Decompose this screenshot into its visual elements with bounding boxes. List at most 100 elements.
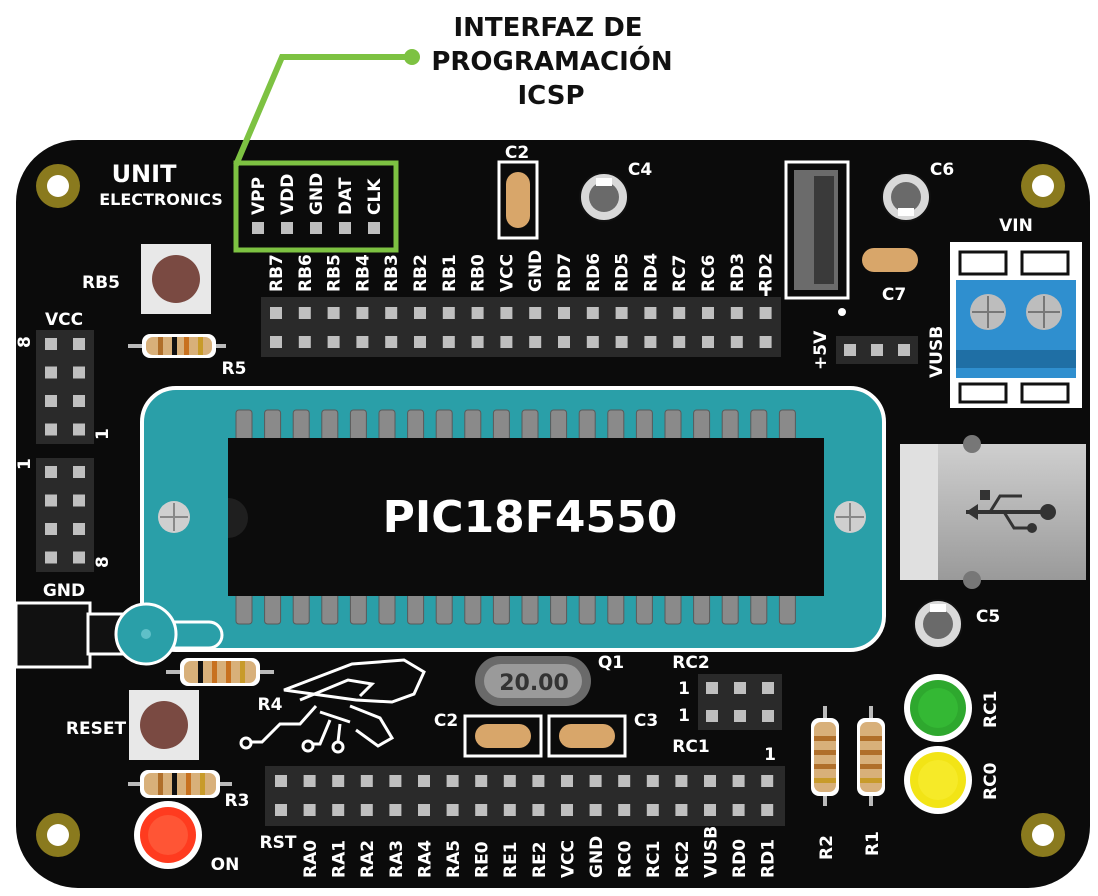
- bottom-pin-b-0[interactable]: [275, 804, 287, 816]
- top-pin-a-2[interactable]: [327, 307, 340, 319]
- bottom-pin-a-15[interactable]: [704, 775, 716, 787]
- side-pin-1-3-1[interactable]: [73, 551, 85, 564]
- rc-pin-0-0[interactable]: [706, 682, 718, 694]
- side-pin-1-2-0[interactable]: [45, 523, 57, 535]
- top-pin-a-14[interactable]: [673, 307, 686, 319]
- bottom-pin-a-13[interactable]: [646, 775, 659, 787]
- top-pin-a-15[interactable]: [702, 307, 714, 319]
- bottom-pin-b-5[interactable]: [418, 804, 430, 816]
- plus5v-pin-2[interactable]: [898, 344, 910, 356]
- side-pin-0-1-1[interactable]: [73, 366, 85, 379]
- top-pin-a-10[interactable]: [558, 307, 570, 319]
- top-pin-b-13[interactable]: [644, 336, 657, 348]
- bottom-pin-a-2[interactable]: [332, 775, 345, 787]
- bottom-pin-b-14[interactable]: [675, 804, 688, 816]
- top-pin-b-3[interactable]: [356, 336, 369, 348]
- bottom-pin-b-13[interactable]: [646, 804, 659, 816]
- bottom-pin-b-17[interactable]: [761, 804, 774, 816]
- top-pin-b-5[interactable]: [414, 336, 426, 348]
- icsp-pin-dat[interactable]: [339, 222, 351, 234]
- side-pin-0-0-1[interactable]: [73, 338, 85, 350]
- top-pin-b-8[interactable]: [500, 336, 513, 348]
- top-pin-b-15[interactable]: [702, 336, 714, 348]
- bottom-pin-b-16[interactable]: [732, 804, 745, 816]
- rc-pin-0-2[interactable]: [762, 682, 774, 694]
- bottom-pin-b-9[interactable]: [532, 804, 545, 816]
- icsp-pin-vdd[interactable]: [281, 222, 293, 234]
- top-pin-a-1[interactable]: [298, 307, 311, 319]
- bottom-pin-a-17[interactable]: [761, 775, 774, 787]
- bottom-pin-a-3[interactable]: [360, 775, 373, 787]
- rc-pin-0-1[interactable]: [734, 682, 746, 694]
- top-pin-b-11[interactable]: [586, 336, 599, 348]
- top-pin-b-4[interactable]: [385, 336, 398, 348]
- top-pin-a-13[interactable]: [644, 307, 657, 319]
- top-pin-b-17[interactable]: [759, 336, 772, 348]
- usb-connector[interactable]: [900, 444, 1086, 580]
- bottom-pin-b-11[interactable]: [589, 804, 602, 816]
- rb5-button[interactable]: [141, 244, 211, 314]
- side-pin-0-2-0[interactable]: [45, 395, 57, 407]
- top-pin-a-17[interactable]: [759, 307, 772, 319]
- bottom-pin-a-11[interactable]: [589, 775, 602, 787]
- bottom-pin-b-3[interactable]: [360, 804, 373, 816]
- side-pin-0-3-1[interactable]: [73, 423, 85, 436]
- top-pin-b-16[interactable]: [730, 336, 743, 348]
- bottom-pin-b-7[interactable]: [475, 804, 488, 816]
- bottom-pin-b-12[interactable]: [618, 804, 631, 816]
- top-pin-a-0[interactable]: [270, 307, 282, 319]
- bottom-pin-a-5[interactable]: [418, 775, 430, 787]
- reset-button[interactable]: [129, 690, 199, 760]
- bottom-pin-b-4[interactable]: [389, 804, 402, 816]
- side-pin-0-1-0[interactable]: [45, 366, 57, 379]
- top-pin-b-12[interactable]: [615, 336, 628, 348]
- bottom-pin-a-10[interactable]: [561, 775, 573, 787]
- top-pin-b-9[interactable]: [529, 336, 542, 348]
- plus5v-pin-1[interactable]: [871, 344, 883, 356]
- top-pin-b-6[interactable]: [442, 336, 455, 348]
- top-pin-a-8[interactable]: [500, 307, 513, 319]
- top-pin-a-12[interactable]: [615, 307, 628, 319]
- top-pin-a-6[interactable]: [442, 307, 455, 319]
- side-pin-1-1-1[interactable]: [73, 494, 85, 507]
- bottom-pin-a-7[interactable]: [475, 775, 488, 787]
- side-pin-1-0-1[interactable]: [73, 466, 85, 478]
- bottom-pin-a-16[interactable]: [732, 775, 745, 787]
- rc-pin-1-0[interactable]: [706, 710, 718, 722]
- icsp-pin-gnd[interactable]: [310, 222, 322, 234]
- rc-pin-1-1[interactable]: [734, 710, 746, 722]
- bottom-pin-a-12[interactable]: [618, 775, 631, 787]
- bottom-pin-a-14[interactable]: [675, 775, 688, 787]
- top-pin-a-5[interactable]: [414, 307, 426, 319]
- top-pin-a-11[interactable]: [586, 307, 599, 319]
- side-pin-1-0-0[interactable]: [45, 466, 57, 478]
- bottom-pin-a-8[interactable]: [503, 775, 516, 787]
- side-pin-1-1-0[interactable]: [45, 494, 57, 507]
- top-pin-b-14[interactable]: [673, 336, 686, 348]
- icsp-pin-clk[interactable]: [368, 222, 380, 234]
- side-pin-0-3-0[interactable]: [45, 423, 57, 436]
- top-pin-a-4[interactable]: [385, 307, 398, 319]
- side-pin-0-0-0[interactable]: [45, 338, 57, 350]
- bottom-pin-b-6[interactable]: [446, 804, 459, 816]
- top-pin-a-3[interactable]: [356, 307, 369, 319]
- bottom-pin-b-8[interactable]: [503, 804, 516, 816]
- side-pin-1-2-1[interactable]: [73, 523, 85, 535]
- icsp-pin-vpp[interactable]: [252, 222, 264, 234]
- plus5v-pin-0[interactable]: [844, 344, 856, 356]
- side-pin-0-2-1[interactable]: [73, 395, 85, 407]
- bottom-pin-b-15[interactable]: [704, 804, 716, 816]
- bottom-pin-a-9[interactable]: [532, 775, 545, 787]
- top-pin-b-0[interactable]: [270, 336, 282, 348]
- top-pin-b-1[interactable]: [298, 336, 311, 348]
- bottom-pin-b-1[interactable]: [303, 804, 316, 816]
- bottom-pin-a-6[interactable]: [446, 775, 459, 787]
- bottom-pin-b-10[interactable]: [561, 804, 573, 816]
- top-pin-b-10[interactable]: [558, 336, 570, 348]
- top-pin-a-16[interactable]: [730, 307, 743, 319]
- rc-pin-1-2[interactable]: [762, 710, 774, 722]
- bottom-pin-a-4[interactable]: [389, 775, 402, 787]
- bottom-pin-b-2[interactable]: [332, 804, 345, 816]
- top-pin-a-9[interactable]: [529, 307, 542, 319]
- side-pin-1-3-0[interactable]: [45, 551, 57, 564]
